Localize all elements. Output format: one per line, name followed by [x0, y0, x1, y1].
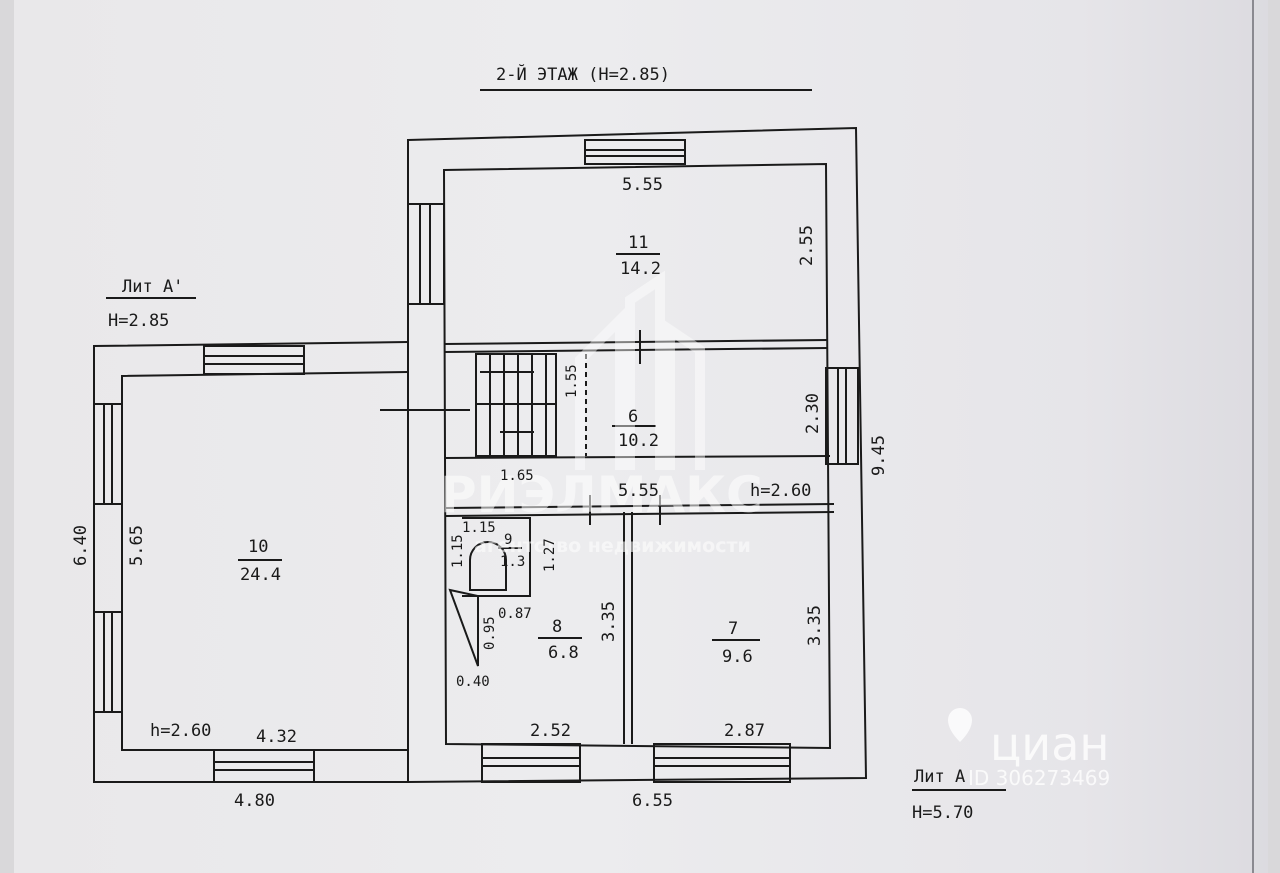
dim-127: 1.27	[542, 538, 558, 572]
lit-a-height: Н=5.70	[912, 803, 973, 823]
partition-11-6	[443, 339, 829, 345]
dim-095: 0.95	[482, 616, 498, 650]
cian-brand: циан	[990, 717, 1109, 771]
dim-565: 5.65	[127, 525, 147, 566]
window-top	[584, 139, 686, 165]
agency-watermark: РИЭЛМАКС агентство недвижимости	[440, 270, 763, 557]
bathroom-9-wall	[462, 517, 531, 597]
room-11-number: 11	[628, 233, 648, 253]
room-8-number: 8	[552, 617, 562, 637]
h-260-left: h=2.60	[150, 721, 211, 741]
window-annex-left-2	[93, 611, 123, 713]
room-8-area: 6.8	[548, 643, 579, 663]
window-left-upper	[407, 203, 445, 305]
dim-655: 6.55	[632, 791, 673, 811]
dim-640: 6.40	[71, 525, 91, 566]
dim-335-b: 3.35	[805, 605, 825, 646]
room-7-area: 9.6	[722, 647, 753, 667]
partition-6-low	[443, 455, 831, 459]
window-annex-left-1	[93, 403, 123, 505]
window-annex-top	[203, 345, 305, 375]
dim-040: 0.40	[456, 674, 490, 690]
dim-255: 2.55	[797, 225, 817, 266]
partition-11-6-b	[443, 347, 829, 353]
dim-087: 0.87	[498, 606, 532, 622]
dim-230: 2.30	[803, 393, 823, 434]
dim-945: 9.45	[869, 435, 889, 476]
paper-sheet	[14, 0, 1268, 873]
stair-triangle	[448, 588, 479, 667]
window-bottom-8	[481, 743, 581, 783]
room-6-number: 6	[628, 407, 638, 427]
window-annex-bottom	[213, 749, 315, 783]
cian-pin-icon	[948, 708, 972, 742]
lit-a-label: Лит А	[914, 767, 965, 787]
dim-115-a: 1.15	[462, 520, 496, 536]
cian-id: ID 306273469	[968, 766, 1110, 790]
room-11-area: 14.2	[620, 259, 661, 279]
h-260-mid: h=2.60	[750, 481, 811, 501]
main-outer-wall	[407, 126, 868, 784]
dim-287: 2.87	[724, 721, 765, 741]
lit-a1-height: Н=2.85	[108, 311, 169, 331]
dim-115-b: 1.15	[450, 534, 466, 568]
dim-165: 1.65	[500, 468, 534, 484]
agency-sub: агентство недвижимости	[474, 535, 751, 557]
dim-252: 2.52	[530, 721, 571, 741]
room-10-number: 10	[248, 537, 268, 557]
room-9-number: 9	[504, 532, 512, 548]
window-bottom-7	[653, 743, 791, 783]
room-6-area: 10.2	[618, 431, 659, 451]
dim-480: 4.80	[234, 791, 275, 811]
page-edge-line	[1252, 0, 1254, 873]
lit-a1-label: Лит А'	[122, 277, 183, 297]
partition-low-a	[445, 511, 835, 517]
toilet-icon	[469, 541, 507, 591]
dim-555-top: 5.55	[622, 175, 663, 195]
room-7-number: 7	[728, 619, 738, 639]
dim-155: 1.55	[564, 364, 580, 398]
room-10-area: 24.4	[240, 565, 281, 585]
agency-name: РИЭЛМАКС	[440, 466, 763, 524]
room-9-area: 1.3	[500, 554, 525, 570]
dim-432: 4.32	[256, 727, 297, 747]
dim-555-mid: 5.55	[618, 481, 659, 501]
main-inner-wall	[442, 162, 832, 750]
floor-title: 2-Й ЭТАЖ (Н=2.85)	[496, 63, 670, 85]
window-right	[825, 367, 859, 465]
dim-335-a: 3.35	[599, 601, 619, 642]
partition-low-b	[445, 503, 835, 509]
cian-watermark: циан ID 306273469	[948, 708, 1110, 790]
